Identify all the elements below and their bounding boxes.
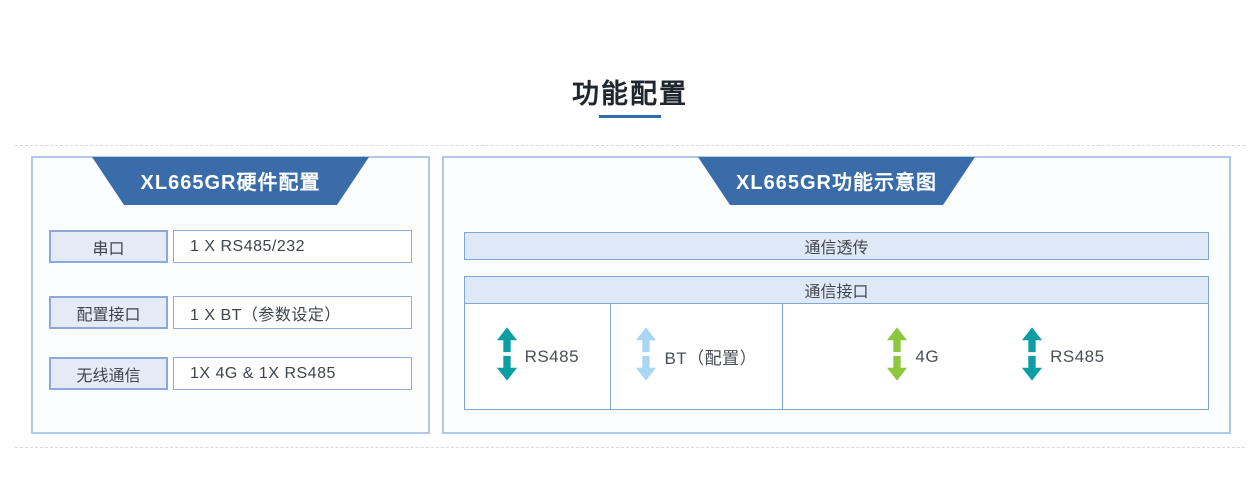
comm-interface-body: RS485 BT（配置） [465, 304, 1208, 409]
interface-label: BT（配置） [664, 349, 758, 368]
comm-passthrough-bar: 通信透传 [464, 232, 1209, 260]
hardware-panel-header: XL665GR硬件配置 [92, 157, 369, 205]
row-label: 串口 [49, 230, 168, 263]
interface-label: 4G [915, 346, 940, 366]
diagram-panel-title: XL665GR功能示意图 [736, 171, 937, 194]
hardware-rows: 串口 1 X RS485/232 配置接口 1 X BT（参数设定） 无线通信 … [33, 206, 428, 390]
interface-cell-wireless: 4G RS485 [783, 304, 1208, 409]
interface-cell-bt: BT（配置） [611, 304, 783, 409]
hardware-config-panel: XL665GR硬件配置 串口 1 X RS485/232 配置接口 1 X BT… [31, 156, 430, 434]
page-title: 功能配置 [572, 79, 688, 109]
interface-item-rs485: RS485 [1021, 327, 1104, 386]
interface-label: RS485 [524, 346, 580, 366]
function-diagram-panel: XL665GR功能示意图 通信透传 通信接口 RS485 [442, 156, 1231, 434]
comm-interface-header: 通信接口 [465, 277, 1208, 304]
row-label: 配置接口 [49, 296, 168, 329]
hardware-panel-title: XL665GR硬件配置 [140, 171, 321, 194]
row-value: 1 X BT（参数设定） [173, 296, 412, 329]
row-value: 1 X RS485/232 [173, 230, 412, 263]
double-vertical-arrow-icon [1021, 327, 1043, 386]
row-value: 1X 4G & 1X RS485 [173, 357, 412, 390]
hardware-row-wireless: 无线通信 1X 4G & 1X RS485 [49, 357, 412, 390]
hardware-row-config-port: 配置接口 1 X BT（参数设定） [49, 296, 412, 329]
bottom-divider-line [15, 447, 1245, 448]
title-underline [599, 115, 661, 118]
top-divider-line [15, 145, 1245, 146]
double-vertical-arrow-icon [635, 327, 657, 386]
row-label: 无线通信 [49, 357, 168, 390]
diagram-panel-header: XL665GR功能示意图 [698, 157, 975, 205]
interface-cell-rs485: RS485 [465, 304, 611, 409]
comm-interface-table: 通信接口 RS485 [464, 276, 1209, 410]
double-vertical-arrow-icon [886, 327, 908, 386]
interface-label: RS485 [1050, 346, 1105, 366]
hardware-row-serial: 串口 1 X RS485/232 [49, 230, 412, 263]
interface-item-4g: 4G [886, 327, 939, 386]
double-vertical-arrow-icon [496, 327, 518, 386]
